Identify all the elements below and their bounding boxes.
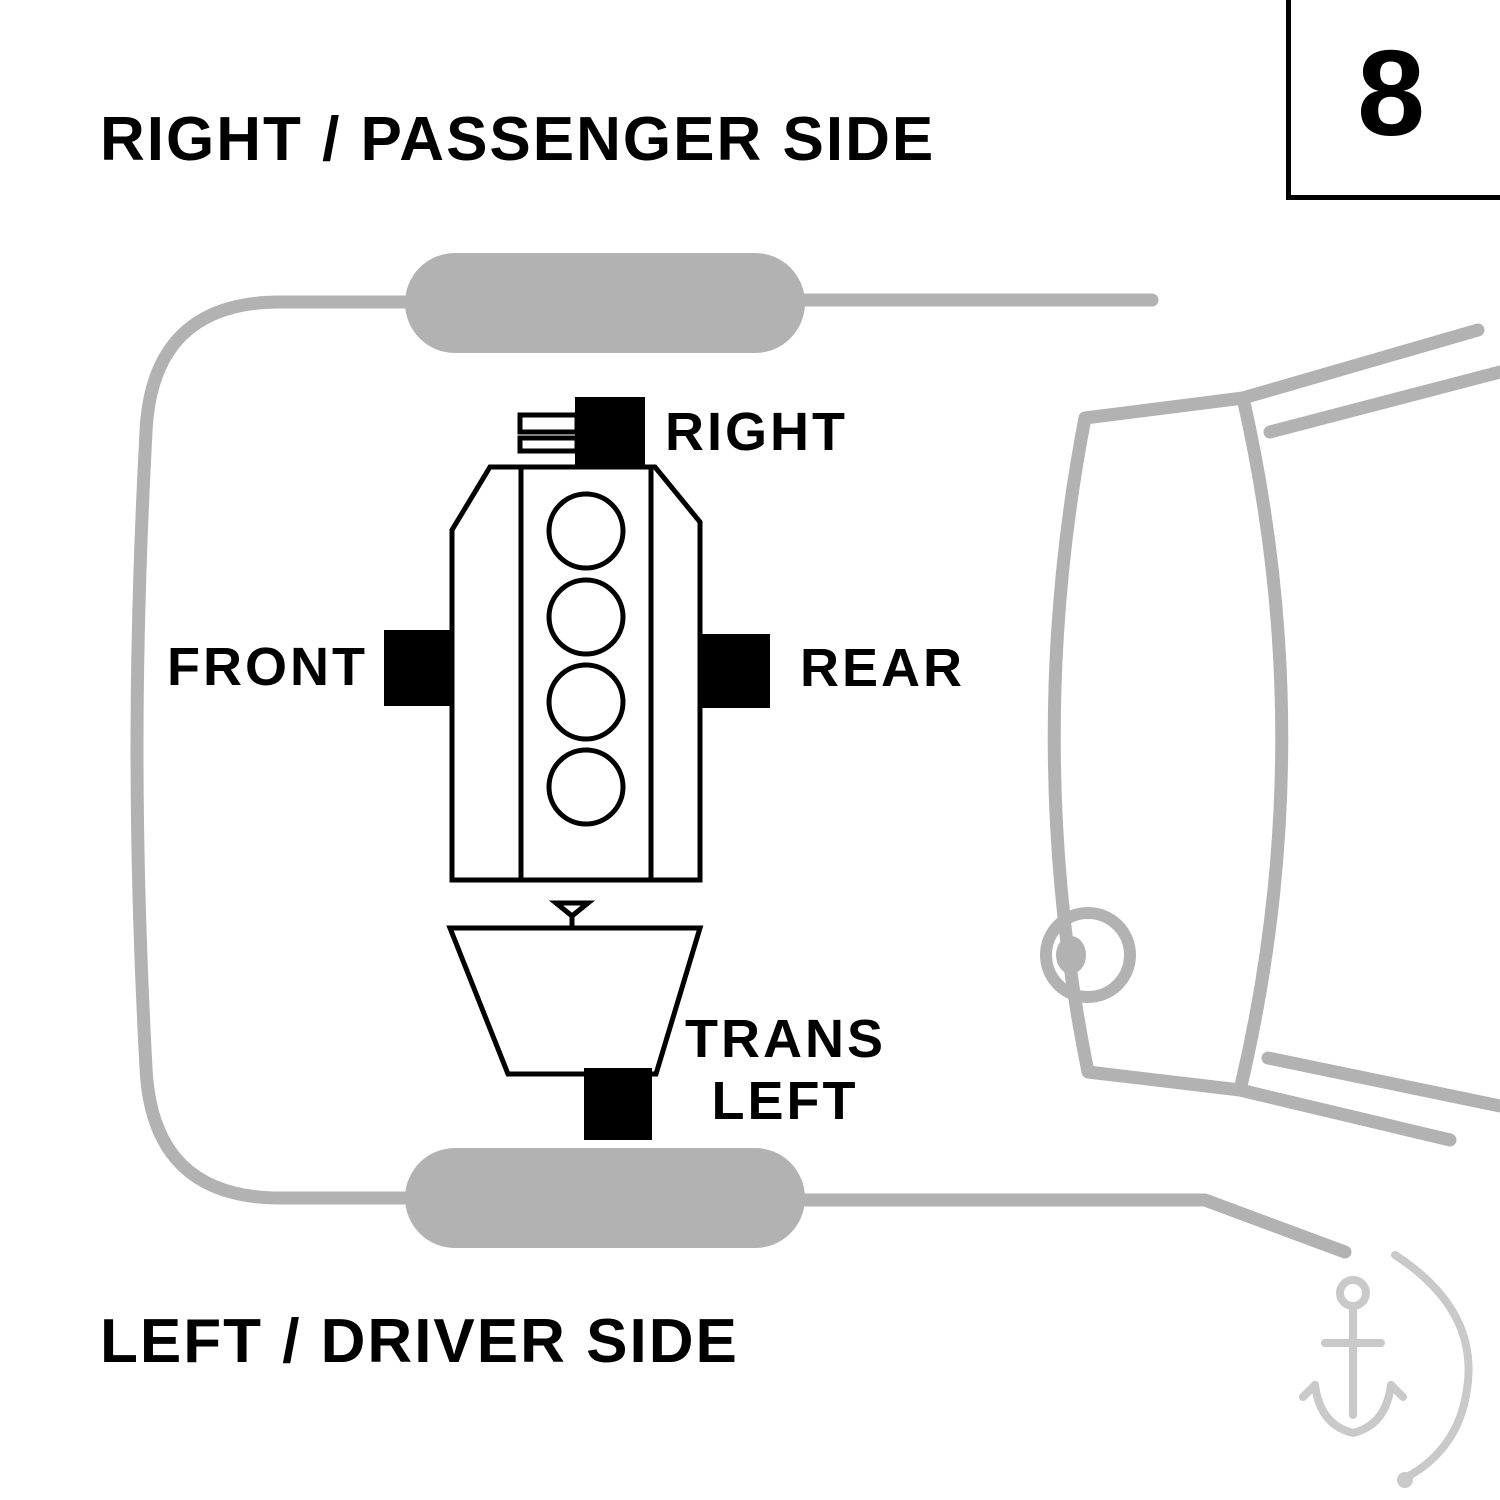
mount-trans-left-label: TRANS LEFT (685, 1008, 885, 1132)
tire-top (405, 253, 805, 353)
logo-swoosh (1391, 1251, 1473, 1481)
anchor-arms (1311, 1381, 1395, 1437)
anchor-fluke-right (1387, 1381, 1407, 1401)
mount-front-label: FRONT (167, 637, 368, 697)
roof-line-top-inner (1263, 365, 1500, 439)
mount-pin-bottom (517, 435, 580, 454)
car-front-end-outline (130, 295, 412, 1205)
tire-bottom (405, 1148, 805, 1248)
figure-number-box: 8 (1286, 0, 1500, 200)
top-side-title: RIGHT / PASSENGER SIDE (100, 105, 936, 174)
mount-pin-top (517, 412, 580, 435)
anchor-fluke-left (1299, 1381, 1319, 1401)
bottom-side-title: LEFT / DRIVER SIDE (100, 1307, 739, 1376)
car-outline (130, 253, 1500, 1259)
steering-wheel-hub (1056, 936, 1086, 974)
engine-cylinder-3 (546, 662, 626, 742)
roof-line-bottom-inner (1261, 1051, 1500, 1113)
windshield-outline (1047, 391, 1289, 1097)
mount-trans-left-label-line1: TRANS (685, 1009, 886, 1069)
anchor-logo-icon (1299, 1251, 1473, 1488)
roof-line-bottom-outer (1233, 1083, 1457, 1147)
car-bottom-line (798, 1193, 1352, 1259)
engine-cylinder-1 (546, 491, 626, 571)
mount-rear-label: REAR (800, 638, 966, 698)
mount-trans-left (584, 1068, 652, 1140)
mount-front (384, 630, 452, 706)
mount-rear (702, 634, 770, 708)
engine-cylinder-4 (546, 747, 626, 827)
transmission-housing (446, 925, 704, 1077)
dipstick-funnel (548, 900, 596, 920)
engine-assembly (384, 397, 770, 1140)
mount-right-label: RIGHT (665, 402, 848, 462)
mount-right (575, 397, 645, 467)
roof-line-top-outer (1236, 323, 1485, 405)
mount-trans-left-label-line2: LEFT (711, 1071, 859, 1131)
logo-swoosh-dot (1397, 1472, 1413, 1488)
engine-cylinder-2 (546, 577, 626, 657)
figure-number: 8 (1357, 25, 1425, 161)
steering-wheel (1040, 907, 1136, 1003)
